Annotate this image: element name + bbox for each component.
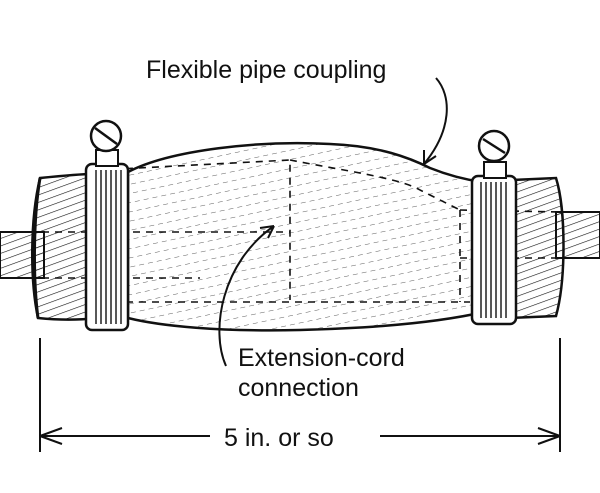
left-pipe-stub (31, 172, 98, 321)
right-clamp-screw-icon (477, 129, 511, 163)
dimension-label: 5 in. or so (224, 424, 334, 452)
left-clamp-screw-icon (89, 119, 123, 153)
connection-leader-arrow (218, 225, 275, 367)
dimension-line (39, 338, 561, 452)
right-pipe-stub (508, 176, 565, 320)
flexible-coupling-body (126, 141, 486, 332)
right-hose-clamp (470, 161, 518, 326)
left-hose-clamp (84, 149, 130, 332)
connection-label-line2: connection (238, 374, 359, 402)
connection-label-line1: Extension-cord (238, 344, 405, 372)
coupling-label: Flexible pipe coupling (146, 56, 386, 84)
coupling-leader-arrow (423, 77, 448, 165)
